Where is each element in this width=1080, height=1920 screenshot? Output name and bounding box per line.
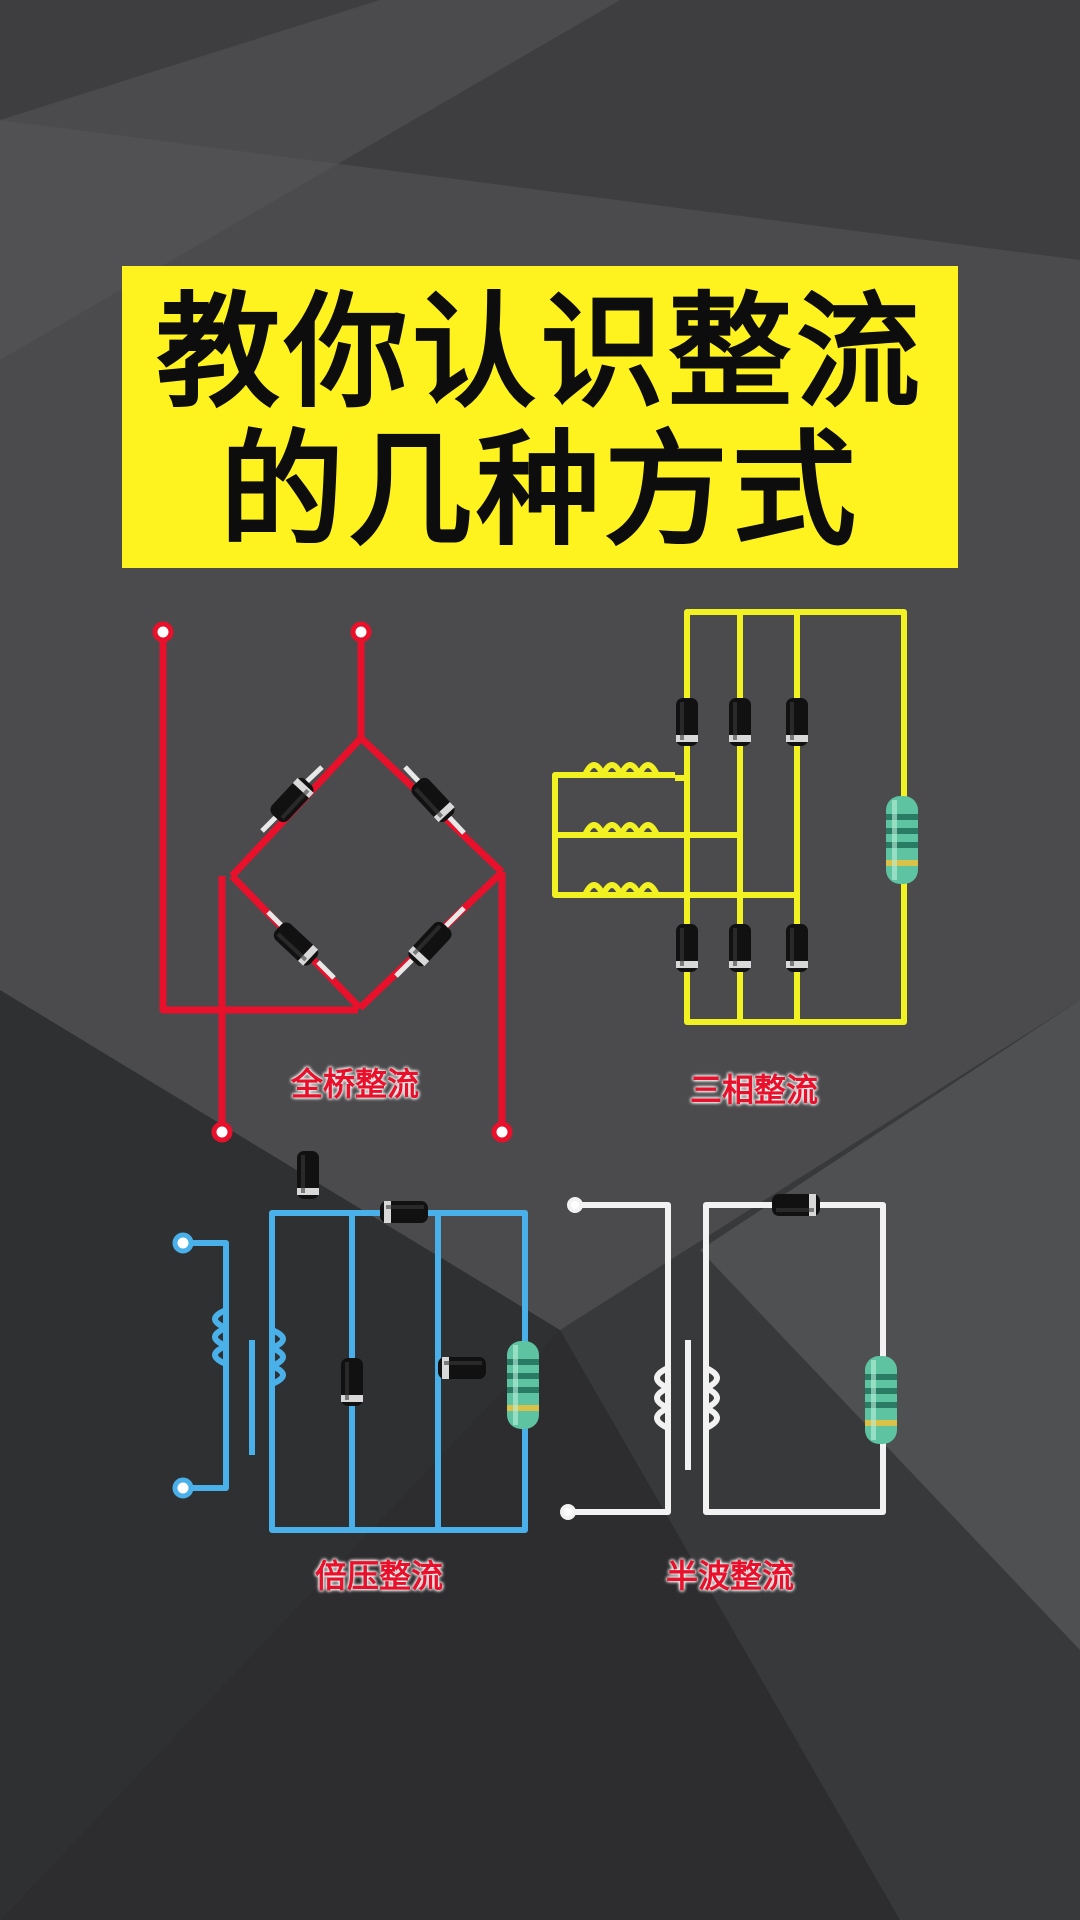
caption-half-wave: 半波整流	[665, 1557, 794, 1595]
three-phase-diode-bottom-3	[786, 924, 808, 972]
doubler-load-resistor	[507, 1341, 539, 1429]
title-banner: 教你认识整流 的几种方式	[122, 266, 958, 568]
full-bridge-circuit	[152, 621, 513, 1143]
doubler-capacitor	[438, 1357, 486, 1379]
half-wave-diode	[772, 1194, 820, 1216]
half-wave-load-resistor	[865, 1356, 897, 1444]
title-line-1: 教你认识整流	[155, 281, 924, 425]
half-wave-circuit	[560, 1194, 897, 1520]
three-phase-diode-top-1	[676, 698, 698, 746]
voltage-doubler-circuit	[172, 1151, 539, 1533]
three-phase-diode-bottom-1	[676, 924, 698, 972]
doubler-diode-middle	[341, 1358, 363, 1406]
caption-three-phase: 三相整流	[689, 1071, 818, 1109]
three-phase-diode-bottom-2	[729, 924, 751, 972]
doubler-diode-top	[297, 1151, 319, 1199]
three-phase-diode-top-2	[729, 698, 751, 746]
title-line-2: 的几种方式	[219, 419, 860, 563]
three-phase-diode-top-3	[786, 698, 808, 746]
three-phase-circuit	[552, 609, 918, 1025]
caption-voltage-doubler: 倍压整流	[314, 1557, 443, 1595]
doubler-diode-right	[380, 1201, 428, 1223]
caption-full-bridge: 全桥整流	[290, 1065, 419, 1103]
three-phase-load-resistor	[886, 796, 918, 884]
